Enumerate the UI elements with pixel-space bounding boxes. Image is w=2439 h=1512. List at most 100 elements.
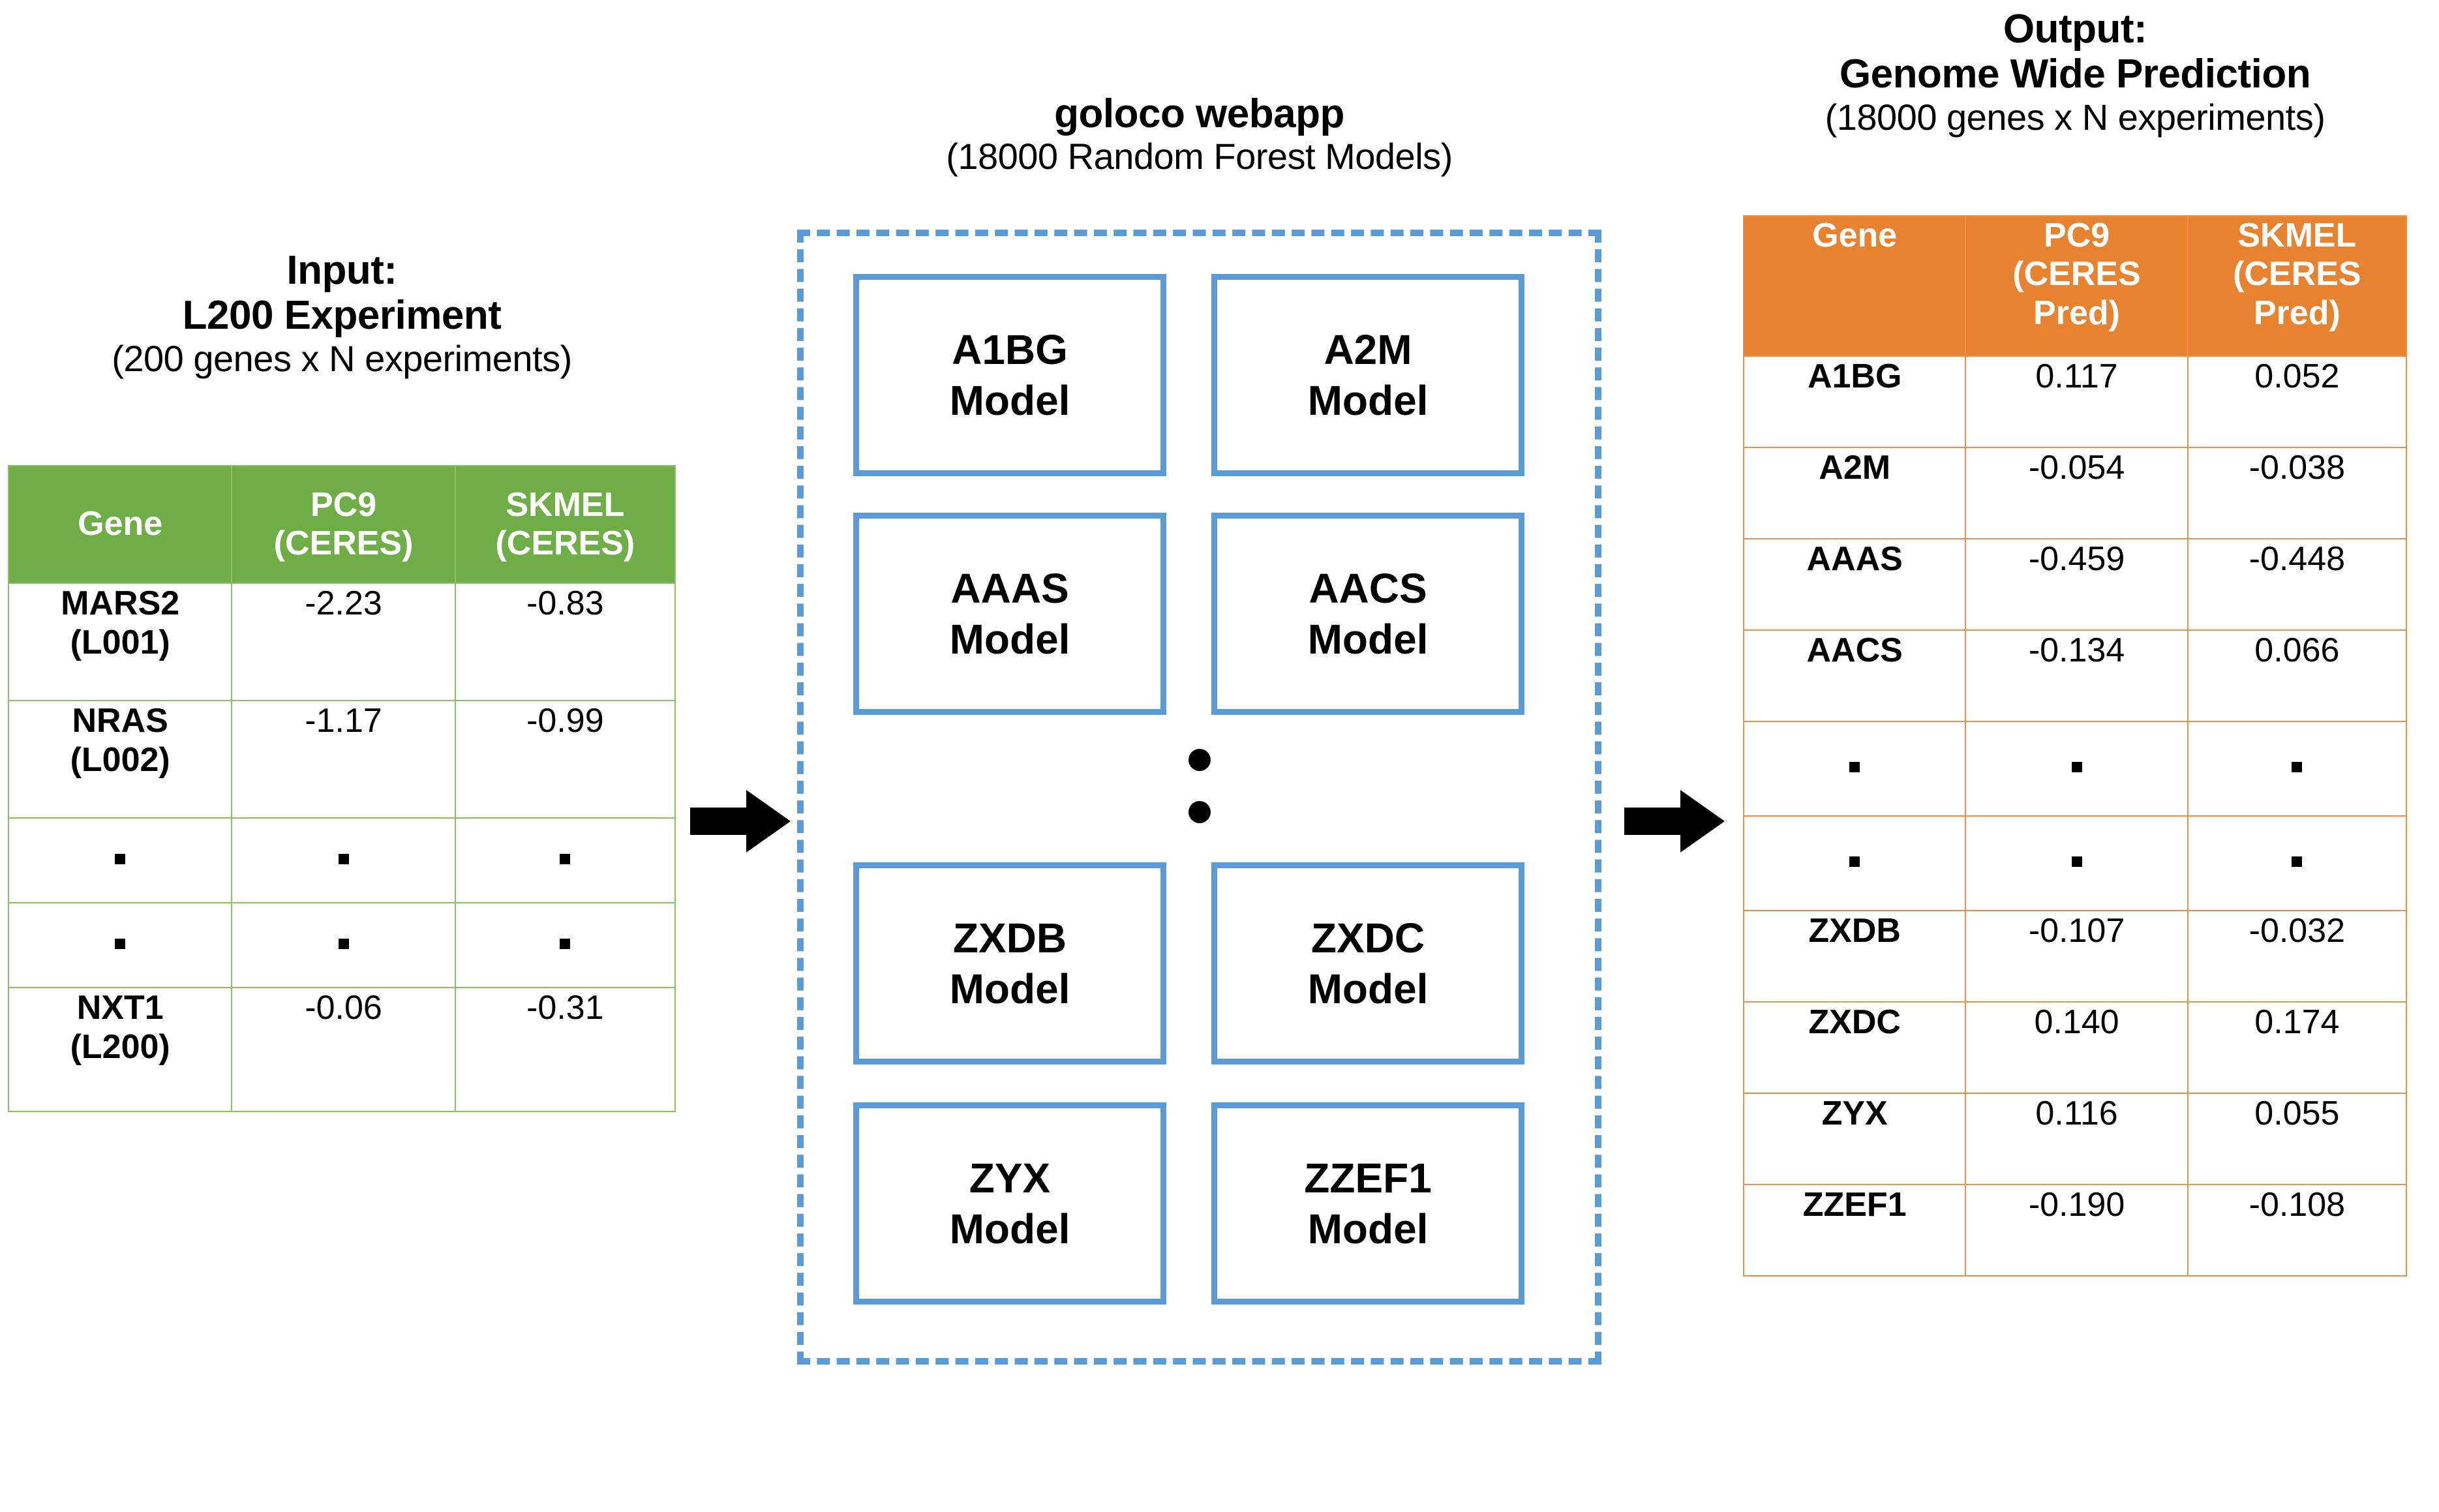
input-cell-gene: MARS2 (L001) (7, 582, 233, 701)
input-cell-skmel: -0.99 (454, 700, 676, 819)
output-col-pc9-line2: (CERES (2012, 255, 2141, 294)
input-col-skmel: SKMEL (CERES) (454, 465, 676, 584)
output-col-gene-label: Gene (1812, 217, 1898, 254)
input-table: Gene PC9 (CERES) SKMEL (CERES) MARS2 (L0… (7, 465, 676, 1112)
output-table-header-row: Gene PC9 (CERES Pred) SKMEL (CERES Pred) (1742, 215, 2408, 357)
table-row: MARS2 (L001) -2.23 -0.83 (7, 582, 676, 701)
arrow-shaft (690, 808, 750, 835)
table-row-ellipsis (1742, 721, 2408, 817)
output-cell-skmel: 0.066 (2187, 629, 2408, 722)
ellipsis-marker (231, 902, 456, 988)
output-title-line2: Genome Wide Prediction (1839, 52, 2311, 97)
webapp-subtitle: (18000 Random Forest Models) (946, 136, 1453, 177)
arrow-webapp-to-output-icon (1624, 790, 1729, 853)
output-col-pc9-line3: Pred) (2033, 294, 2120, 332)
output-cell-gene: ZXDB (1742, 910, 1967, 1003)
input-cell-gene: NRAS (L002) (7, 700, 233, 819)
model-box-zzef1[interactable]: ZZEF1 Model (1211, 1102, 1524, 1305)
model-box-zxdc[interactable]: ZXDC Model (1211, 862, 1524, 1065)
output-cell-skmel: -0.032 (2187, 910, 2408, 1003)
webapp-title: goloco webapp (18000 Random Forest Model… (797, 91, 1601, 177)
output-cell-skmel: -0.448 (2187, 538, 2408, 631)
model-box-zxdb[interactable]: ZXDB Model (853, 862, 1166, 1065)
output-cell-gene: ZXDC (1742, 1001, 1967, 1094)
table-row: NXT1 (L200) -0.06 -0.31 (7, 987, 676, 1112)
output-title-line1: Output: (2003, 7, 2147, 52)
ellipsis-marker (1965, 815, 2189, 911)
model-suffix-label: Model (1307, 377, 1429, 424)
ellipsis-marker (7, 902, 233, 988)
output-col-pc9: PC9 (CERES Pred) (1965, 215, 2189, 357)
webapp-title-text: goloco webapp (1054, 91, 1344, 136)
model-gene-label: ZZEF1 (1304, 1154, 1432, 1202)
output-cell-pc9: -0.134 (1965, 629, 2189, 722)
table-row: ZZEF1 -0.190 -0.108 (1742, 1184, 2408, 1277)
model-box-a2m[interactable]: A2M Model (1211, 274, 1524, 476)
ellipsis-marker (1742, 815, 1967, 911)
table-row: AACS -0.134 0.066 (1742, 629, 2408, 722)
model-box-aacs[interactable]: AACS Model (1211, 513, 1524, 715)
output-title: Output: Genome Wide Prediction (18000 ge… (1729, 7, 2421, 138)
output-cell-pc9: -0.054 (1965, 447, 2189, 539)
input-cell-skmel: -0.31 (454, 987, 676, 1112)
model-gene-label: AACS (1309, 564, 1427, 612)
ellipsis-marker (2187, 721, 2408, 817)
table-row-ellipsis (7, 817, 676, 903)
input-subtitle: (200 genes x N experiments) (112, 337, 572, 379)
input-col-pc9-line1: PC9 (310, 485, 377, 524)
output-cell-pc9: -0.459 (1965, 538, 2189, 631)
table-row: AAAS -0.459 -0.448 (1742, 538, 2408, 631)
model-suffix-label: Model (949, 377, 1070, 424)
ellipsis-marker (7, 817, 233, 903)
output-cell-gene: AAAS (1742, 538, 1967, 631)
model-suffix-label: Model (949, 965, 1070, 1012)
output-col-skmel-line3: Pred) (2253, 294, 2341, 332)
output-cell-skmel: -0.038 (2187, 447, 2408, 539)
output-cell-skmel: -0.108 (2187, 1184, 2408, 1277)
input-cell-pc9: -1.17 (231, 700, 456, 819)
output-cell-pc9: -0.107 (1965, 910, 2189, 1003)
input-col-gene-label: Gene (78, 505, 163, 543)
model-gene-label: A1BG (952, 325, 1068, 373)
input-cell-pc9: -2.23 (231, 582, 456, 701)
table-row-ellipsis (7, 902, 676, 988)
output-col-skmel-line1: SKMEL (2237, 217, 2357, 254)
model-suffix-label: Model (949, 1205, 1070, 1252)
ellipsis-dot (1188, 801, 1211, 823)
model-gene-label: ZXDB (952, 914, 1067, 961)
arrow-shaft (1624, 808, 1684, 835)
ellipsis-dot (1188, 749, 1211, 771)
output-cell-pc9: 0.117 (1965, 355, 2189, 448)
input-col-skmel-line1: SKMEL (506, 485, 625, 524)
output-cell-gene: AACS (1742, 629, 1967, 722)
vertical-ellipsis-icon (1188, 749, 1211, 823)
model-gene-label: A2M (1324, 325, 1412, 373)
input-title: Input: L200 Experiment (200 genes x N ex… (8, 248, 676, 380)
input-gene-name: MARS2 (61, 584, 180, 622)
model-box-aaas[interactable]: AAAS Model (853, 513, 1166, 715)
input-cell-gene: NXT1 (L200) (7, 987, 233, 1112)
model-suffix-label: Model (1307, 965, 1429, 1012)
output-cell-skmel: 0.052 (2187, 355, 2408, 448)
model-box-a1bg[interactable]: A1BG Model (853, 274, 1166, 476)
arrow-head (1680, 790, 1725, 853)
table-row: NRAS (L002) -1.17 -0.99 (7, 700, 676, 819)
input-cell-skmel: -0.83 (454, 582, 676, 701)
input-col-pc9-line2: (CERES) (273, 524, 414, 562)
input-col-pc9: PC9 (CERES) (231, 465, 456, 584)
output-cell-gene: ZZEF1 (1742, 1184, 1967, 1277)
output-cell-pc9: 0.140 (1965, 1001, 2189, 1094)
model-box-zyx[interactable]: ZYX Model (853, 1102, 1166, 1305)
output-cell-gene: A2M (1742, 447, 1967, 539)
model-suffix-label: Model (1307, 1205, 1429, 1252)
output-cell-gene: A1BG (1742, 355, 1967, 448)
input-gene-id: (L002) (70, 741, 170, 779)
webapp-container: A1BG Model A2M Model AAAS Model AACS Mod… (797, 230, 1601, 1365)
output-cell-pc9: -0.190 (1965, 1184, 2189, 1277)
output-col-skmel: SKMEL (CERES Pred) (2187, 215, 2408, 357)
input-col-gene: Gene (7, 465, 233, 584)
ellipsis-marker (231, 817, 456, 903)
input-table-header-row: Gene PC9 (CERES) SKMEL (CERES) (7, 465, 676, 584)
model-gene-label: ZYX (969, 1154, 1051, 1202)
